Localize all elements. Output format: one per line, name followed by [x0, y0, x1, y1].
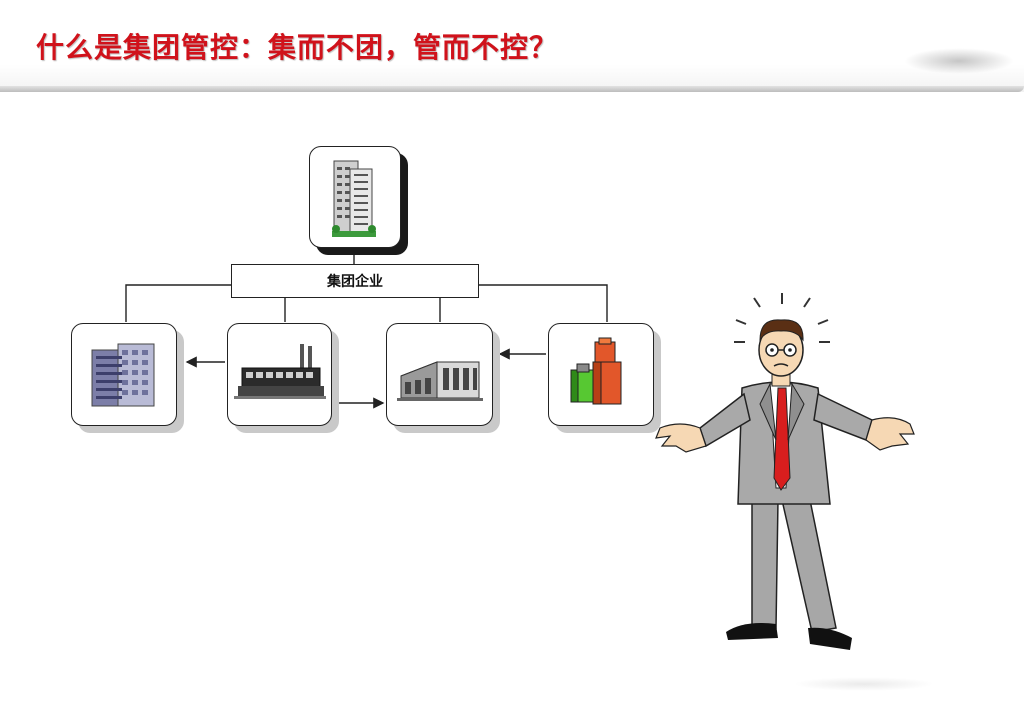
- bottom-shadow: [794, 677, 934, 691]
